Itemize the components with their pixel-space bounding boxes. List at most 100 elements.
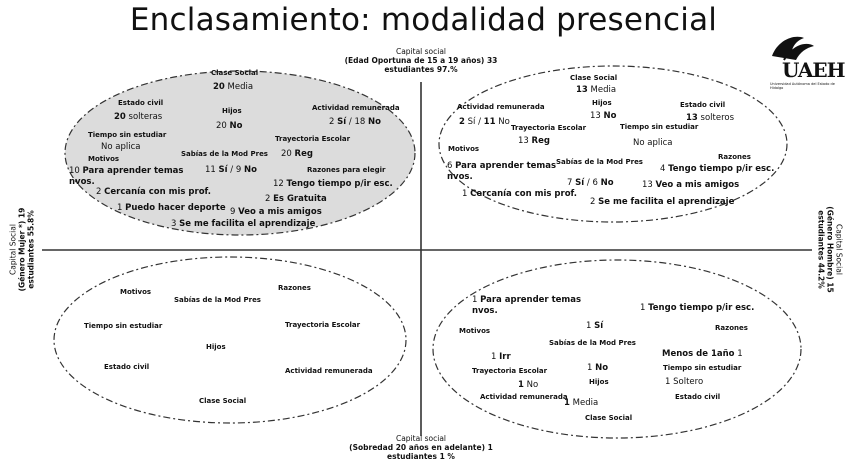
q1-mot1-v: Para aprender temas bbox=[82, 166, 184, 176]
q2-hijos-val: No bbox=[603, 111, 617, 121]
q2-sab-v2: No bbox=[600, 178, 614, 188]
q1-tray-num: 20 bbox=[281, 149, 292, 159]
q2-clase-num: 13 bbox=[576, 85, 588, 95]
eagle-icon bbox=[772, 36, 814, 61]
axis-right-caption: Capital Social (Género Hombre) 15 estudi… bbox=[817, 190, 844, 310]
q2-clase-social-label: Clase Social bbox=[570, 74, 618, 82]
q2-clase-social-value: 13 Media bbox=[576, 85, 616, 95]
q1-clase-num: 20 bbox=[213, 82, 225, 92]
q4-hijos-n: 1 bbox=[587, 363, 593, 373]
q4-mot1-v2: nvos. bbox=[472, 306, 498, 316]
ellipse-q2 bbox=[438, 65, 788, 223]
q2-raz3-v: Se me facilita el aprendizaje bbox=[598, 197, 735, 207]
q2-mot1-v: Para aprender temas bbox=[455, 161, 557, 171]
q2-act-v2: No bbox=[498, 117, 510, 127]
axis-bottom-line1: Capital social bbox=[395, 434, 447, 443]
q2-raz1-v: Tengo tiempo p/ir esc. bbox=[668, 164, 775, 174]
axis-bottom-caption: Capital social (Sobredad 20 años en adel… bbox=[321, 434, 521, 461]
q1-act-n2: 18 bbox=[354, 117, 366, 127]
q2-trayectoria-label: Trayectoria Escolar bbox=[511, 124, 587, 132]
q4-sab-v: Sí bbox=[594, 321, 604, 331]
axis-left-line1: Capital Social bbox=[8, 224, 18, 275]
q4-razones-label: Razones bbox=[715, 324, 748, 332]
q2-razon-1: 4 Tengo tiempo p/ir esc. bbox=[660, 164, 774, 174]
q2-razones-label: Razones bbox=[718, 153, 751, 161]
q4-raz1-v: Tengo tiempo p/ir esc. bbox=[648, 303, 755, 313]
q2-ec-val: solteros bbox=[700, 113, 735, 123]
q2-tray-num: 13 bbox=[518, 136, 529, 146]
q4-sab-n: 1 bbox=[586, 321, 592, 331]
q4-motivos-label: Motivos bbox=[459, 327, 491, 335]
q1-sab-v2: No bbox=[243, 165, 257, 175]
q1-motivo-1: 10 Para aprender temas bbox=[69, 166, 183, 176]
q3-motivos-label: Motivos bbox=[120, 288, 152, 296]
q2-sabias-label: Sabías de la Mod Pres bbox=[556, 158, 643, 166]
q1-act-n1: 2 bbox=[329, 117, 335, 127]
q1-trayectoria-label: Trayectoria Escolar bbox=[275, 135, 351, 143]
q3-actividad-label: Actividad remunerada bbox=[285, 367, 373, 375]
q4-tiempo-n: 1 bbox=[737, 349, 743, 359]
q2-act-v1: Sí bbox=[467, 117, 476, 127]
q2-tiempo-label: Tiempo sin estudiar bbox=[620, 123, 699, 131]
q1-raz2-v: Es Gratuita bbox=[273, 194, 327, 204]
q4-clase-v: Media bbox=[572, 398, 599, 408]
q1-raz3-v: Veo a mis amigos bbox=[238, 207, 322, 217]
q1-hijos-label: Hijos bbox=[222, 107, 242, 115]
q2-raz1-n: 4 bbox=[660, 164, 666, 174]
q4-tiempo-label: Tiempo sin estudiar bbox=[663, 364, 742, 372]
q2-sab-v1: Sí bbox=[575, 178, 585, 188]
q4-mot1-v: Para aprender temas bbox=[480, 295, 582, 305]
q1-tiempo-value: No aplica bbox=[101, 142, 141, 152]
q4-sabias-value: 1 Sí bbox=[586, 321, 603, 331]
q2-trayectoria-value: 13 Reg bbox=[518, 136, 550, 146]
q2-tiempo-value: No aplica bbox=[633, 138, 673, 148]
q4-motivo-1b: nvos. bbox=[472, 306, 498, 316]
q2-sabias-value: 7 Sí / 6 No bbox=[567, 178, 614, 188]
q4-estado-civil-label: Estado civil bbox=[675, 393, 721, 401]
q3-hijos-label: Hijos bbox=[206, 343, 226, 351]
axis-right-line1: Capital Social bbox=[834, 224, 844, 275]
q2-motivo-1: 6 Para aprender temas bbox=[447, 161, 556, 171]
q4-tiempo-v: Menos de 1año bbox=[662, 349, 735, 359]
q1-razon-3: 9 Veo a mis amigos bbox=[230, 207, 322, 217]
q4-estado-civil-value: 1 Soltero bbox=[665, 377, 703, 387]
q2-mot1-n: 6 bbox=[447, 161, 453, 171]
q2-hijos-label: Hijos bbox=[592, 99, 612, 107]
ellipse-q3 bbox=[53, 256, 407, 424]
q1-tiempo-label: Tiempo sin estudiar bbox=[88, 131, 167, 139]
q2-mot2-v: Cercanía con mis prof. bbox=[470, 189, 578, 199]
q4-trayectoria-label: Trayectoria Escolar bbox=[472, 367, 548, 375]
axis-bottom-line3: estudiantes 1 % bbox=[387, 452, 455, 461]
q2-raz2-v: Veo a mis amigos bbox=[655, 180, 740, 190]
q1-ec-num: 20 bbox=[114, 112, 126, 122]
q1-sabias-label: Sabías de la Mod Pres bbox=[181, 150, 268, 158]
q3-trayectoria-label: Trayectoria Escolar bbox=[285, 321, 361, 329]
q2-sab-n2: 6 bbox=[592, 178, 598, 188]
q4-tray-n: 1 bbox=[491, 352, 497, 362]
axis-top-caption: Capital social (Edad Oportuna de 15 a 19… bbox=[321, 47, 521, 74]
q2-actividad-value: 2 Sí / 11 No bbox=[459, 117, 510, 127]
q4-motivo-1: 1 Para aprender temas bbox=[472, 295, 581, 305]
q1-trayectoria-value: 20 Reg bbox=[281, 149, 313, 159]
q4-trayectoria-value: 1 Irr bbox=[491, 352, 511, 362]
q4-hijos-value: 1 No bbox=[587, 363, 608, 373]
q1-motivos-label: Motivos bbox=[88, 155, 120, 163]
q2-estado-civil-label: Estado civil bbox=[680, 101, 726, 109]
q1-raz4-v: Se me facilita el aprendizaje bbox=[179, 219, 316, 229]
q1-mot2-n: 2 bbox=[96, 187, 102, 197]
axis-left-caption: Capital Social (Género Mujer *) 19 estud… bbox=[9, 190, 36, 310]
q1-actividad-label: Actividad remunerada bbox=[312, 104, 400, 112]
q1-tray-val: Reg bbox=[294, 149, 313, 159]
q2-hijos-value: 13 No bbox=[590, 111, 617, 121]
q1-mot1-n: 10 bbox=[69, 166, 80, 176]
q3-razones-label: Razones bbox=[278, 284, 311, 292]
q1-mot1-v2: nvos. bbox=[69, 177, 95, 187]
axis-top-line1: Capital social bbox=[395, 47, 447, 56]
q1-mot3-n: 1 bbox=[117, 203, 123, 213]
q2-act-n2: 11 bbox=[483, 117, 496, 127]
q1-act-v1: Sí bbox=[337, 117, 347, 127]
q2-tray-val: Reg bbox=[531, 136, 550, 146]
q3-clase-social-label: Clase Social bbox=[199, 397, 247, 405]
axis-left-line2: (Género Mujer *) 19 bbox=[17, 207, 27, 292]
q1-raz2-n: 2 bbox=[265, 194, 271, 204]
